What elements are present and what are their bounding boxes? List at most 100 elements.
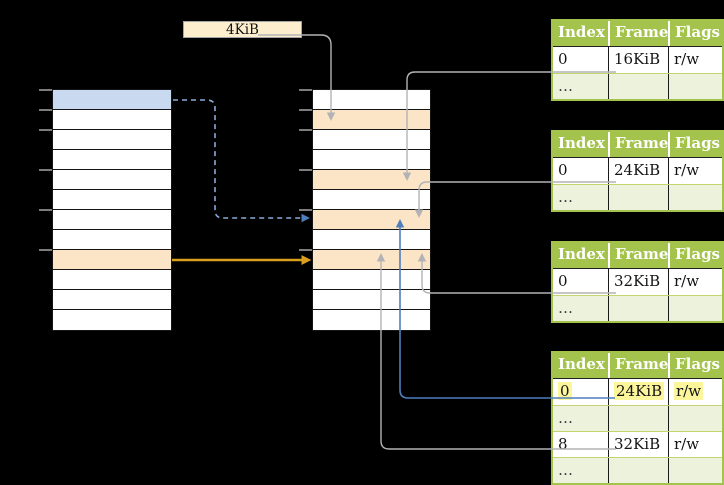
tick-mark xyxy=(39,249,52,251)
cell-frame: 32KiB xyxy=(608,269,668,295)
table-row: … xyxy=(553,184,722,210)
table-row: … xyxy=(553,73,722,99)
highlight-mark: 24KiB xyxy=(614,382,665,400)
tick-mark xyxy=(39,129,52,131)
column-header-frame: Frame xyxy=(608,353,668,378)
column-header-frame: Frame xyxy=(608,21,668,46)
cell-flags: r/w xyxy=(668,432,722,457)
tick-mark xyxy=(299,129,312,131)
highlight-mark: 0 xyxy=(558,382,572,400)
cell-frame: 16KiB xyxy=(608,47,668,73)
memory-cell-white xyxy=(313,270,430,290)
tick-mark xyxy=(299,169,312,171)
memory-cell-white xyxy=(53,210,171,230)
table-row: … xyxy=(553,295,722,321)
tick-mark xyxy=(39,89,52,91)
column-header-flags: Flags xyxy=(668,353,722,378)
virtual-page-dashed-arrow xyxy=(173,99,310,223)
column-header-index: Index xyxy=(558,23,605,41)
cell-flags xyxy=(668,74,722,99)
memory-cell-white xyxy=(313,290,430,310)
cell-index: 0 xyxy=(558,272,568,290)
cell-index: 0 xyxy=(558,50,568,68)
cell-frame: 32KiB xyxy=(608,432,668,457)
tick-mark xyxy=(299,109,312,111)
table-row: … xyxy=(553,457,722,483)
cell-index: … xyxy=(558,77,574,95)
memory-cell-white xyxy=(313,230,430,250)
cell-frame xyxy=(608,74,668,99)
memory-cell-orange xyxy=(313,210,430,230)
memory-cell-white xyxy=(53,270,171,290)
memory-cell-white xyxy=(313,130,430,150)
cell-frame xyxy=(608,185,668,210)
physical-memory-column xyxy=(312,89,431,331)
memory-cell-white xyxy=(53,310,171,330)
memory-cell-white xyxy=(53,110,171,130)
memory-cell-orange xyxy=(53,250,171,270)
memory-cell-white xyxy=(53,130,171,150)
cell-flags: r/w xyxy=(668,379,722,405)
tick-mark xyxy=(299,89,312,91)
memory-cell-white xyxy=(53,190,171,210)
memory-cell-orange xyxy=(313,110,430,130)
cell-index: … xyxy=(558,461,574,479)
cell-index: … xyxy=(558,299,574,317)
cell-index: 0 xyxy=(553,379,608,405)
cell-flags: r/w xyxy=(668,47,722,73)
memory-cell-blue xyxy=(53,90,171,110)
memory-cell-white xyxy=(313,150,430,170)
cell-index: 0 xyxy=(558,161,568,179)
memory-cell-white xyxy=(313,90,430,110)
column-header-flags: Flags xyxy=(668,243,722,268)
memory-cell-white xyxy=(53,230,171,250)
column-header-index: Index xyxy=(558,134,605,152)
memory-cell-white xyxy=(53,290,171,310)
column-header-index: Index xyxy=(558,245,605,263)
cell-frame xyxy=(608,296,668,321)
cell-flags xyxy=(668,296,722,321)
cell-frame: 24KiB xyxy=(608,158,668,184)
cell-flags: r/w xyxy=(668,158,722,184)
highlight-mark: r/w xyxy=(674,382,704,400)
cell-frame: 24KiB xyxy=(608,379,668,405)
tick-mark xyxy=(299,249,312,251)
memory-cell-white xyxy=(53,150,171,170)
table-row: … xyxy=(553,405,722,431)
cell-index: … xyxy=(558,188,574,206)
tick-mark xyxy=(39,169,52,171)
memory-cell-orange xyxy=(313,170,430,190)
tick-mark xyxy=(299,209,312,211)
memory-cell-white xyxy=(53,170,171,190)
memory-cell-white xyxy=(313,190,430,210)
memory-cell-orange xyxy=(313,250,430,270)
tick-mark xyxy=(39,209,52,211)
cell-index: 8 xyxy=(558,435,568,453)
cell-frame xyxy=(608,406,668,431)
column-header-flags: Flags xyxy=(668,21,722,46)
cell-index: … xyxy=(558,409,574,427)
cell-flags xyxy=(668,185,722,210)
virtual-memory-column xyxy=(52,89,172,331)
size-label: 4KiB xyxy=(183,21,302,38)
column-header-flags: Flags xyxy=(668,132,722,157)
cell-flags xyxy=(668,406,722,431)
table-row: 0 24KiB r/w xyxy=(553,379,722,405)
column-header-frame: Frame xyxy=(608,132,668,157)
cell-flags: r/w xyxy=(668,269,722,295)
column-header-frame: Frame xyxy=(608,243,668,268)
tick-mark xyxy=(39,109,52,111)
